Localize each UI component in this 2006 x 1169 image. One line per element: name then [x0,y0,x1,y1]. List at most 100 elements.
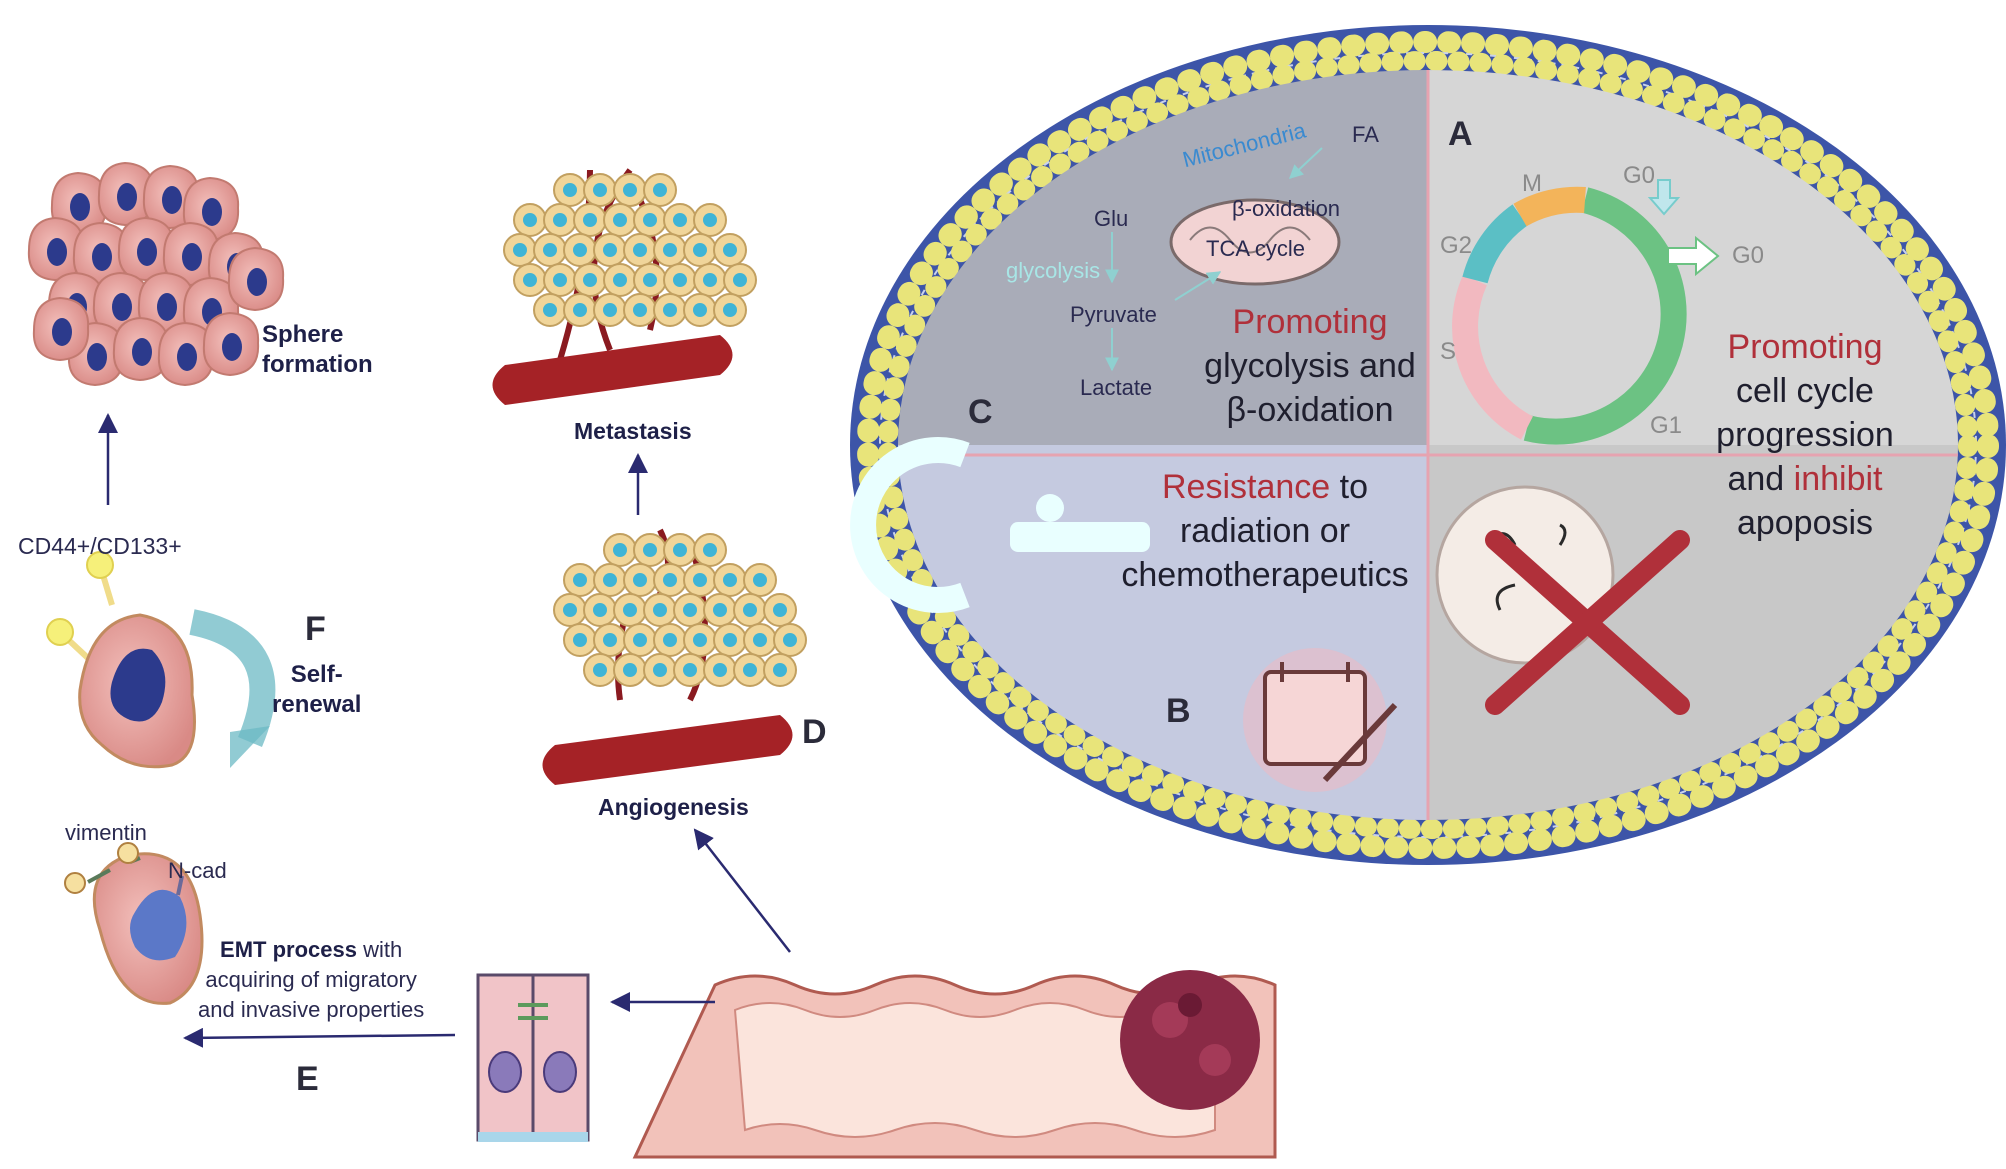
sphere-label-line2: formation [262,351,373,378]
tumor-cell [633,263,667,297]
tumor-cell [673,593,707,627]
phase-g2: G2 [1440,232,1473,259]
tumor-cell [683,623,717,657]
sphere-cluster [27,161,285,387]
tumor-cell [683,233,717,267]
sphere-cell [112,316,170,382]
beta-oxidation-label: β-oxidation [1232,196,1341,221]
tumor-cell [663,533,697,567]
tumor-cell [693,203,727,237]
emt-line1: EMT process with [198,935,424,965]
tumor-cell [683,563,717,597]
tumor-cell [553,593,587,627]
quadrant-a-line4: and inhibit [1700,457,1910,501]
tumor-cell [713,293,747,327]
quadrant-b-to: to [1330,468,1368,506]
quadrant-b-text: Resistance to radiation or chemotherapeu… [1105,465,1425,597]
tumor-cell [663,263,697,297]
quadrant-c-line1: Promoting [1232,303,1388,341]
sphere-cell [32,296,90,362]
emt-with: with [356,937,403,962]
quadrant-b-line3: chemotherapeutics [1121,556,1409,594]
tumor-cell [563,623,597,657]
tumor-cell [633,203,667,237]
tumor-cell [703,593,737,627]
tumor-cell [653,563,687,597]
panel-letter-f: F [305,610,326,648]
tumor-cell [503,233,537,267]
emt-line2: acquiring of migratory [205,967,417,992]
panel-letter-e: E [296,1060,319,1098]
g0-entry-arrow [1647,179,1681,216]
blood-vessel-angio [542,715,793,785]
sphere-label: Sphere formation [262,320,373,380]
tumor-cell [603,533,637,567]
tumor-cell [573,263,607,297]
pyruvate-label: Pyruvate [1070,302,1157,327]
sphere-cell [227,246,285,312]
glycolysis-label: glycolysis [1006,258,1101,283]
tumor-cell [513,203,547,237]
tumor-cell [653,233,687,267]
quadrant-b-line1: Resistance to [1105,465,1425,509]
tumor-cell [673,653,707,687]
tumor-cell [543,203,577,237]
tumor-cell [613,173,647,207]
quadrant-c-text: Promoting glycolysis and β-oxidation [1180,300,1440,432]
tumor-cell [533,293,567,327]
tumor-cell [583,653,617,687]
tumor-cell [623,233,657,267]
lipid-heads-outer [857,31,1999,859]
tumor-cell [563,233,597,267]
emt-bold: EMT process [220,937,357,962]
tumor [1120,970,1260,1110]
tumor-cell [733,593,767,627]
tumor-cell [643,593,677,627]
radiation-scanner [850,437,1150,613]
quadrant-a-and: and [1727,460,1794,498]
quadrant-a-line1: Promoting [1727,328,1883,366]
tumor-cell [713,233,747,267]
g0-exit-arrow [1667,235,1720,277]
tumor-cell [713,623,747,657]
phase-g1: G1 [1650,412,1683,439]
tumor-cell [683,293,717,327]
tumor-cell [653,623,687,657]
self-renewal-line2: renewal [272,691,362,718]
tumor-cell [773,623,807,657]
cd-markers-label: CD44+/CD133+ [18,533,182,559]
emt-cell [64,842,204,1005]
tumor-cell [543,263,577,297]
calendar-syringe-icon [1243,648,1398,792]
cd133-marker [46,618,74,646]
tumor-cell [623,563,657,597]
tumor-cell [593,563,627,597]
pathway-arrows [1105,147,1323,372]
tumor-cell [573,203,607,237]
cell-cycle-ring [1452,179,1720,445]
tumor-cell [653,293,687,327]
sphere-cell [157,321,215,387]
metastasis-label: Metastasis [574,418,692,444]
tumor-cell [693,533,727,567]
panel-letter-a: A [1448,115,1473,153]
epithelial-cells [476,973,590,1142]
quadrant-a-text: Promoting cell cycle progression and inh… [1700,325,1910,545]
tumor-cell [593,623,627,657]
phase-g0-right: G0 [1732,242,1765,269]
phase-m: M [1522,170,1542,197]
tumor-cell [763,593,797,627]
tumor-cell [663,203,697,237]
angiogenesis-label: Angiogenesis [598,794,749,820]
quadrant-a-line2: cell cycle [1736,372,1874,410]
tumor-cell [583,173,617,207]
self-renewal-label: Self- renewal [272,660,361,720]
phase-s: S [1440,338,1457,365]
tumor-cell [763,653,797,687]
tumor-cell [533,233,567,267]
tumor-cell [593,233,627,267]
phase-g0-top: G0 [1623,162,1656,189]
blood-vessel-meta [492,335,733,405]
lipid-heads-inner [878,51,1978,839]
